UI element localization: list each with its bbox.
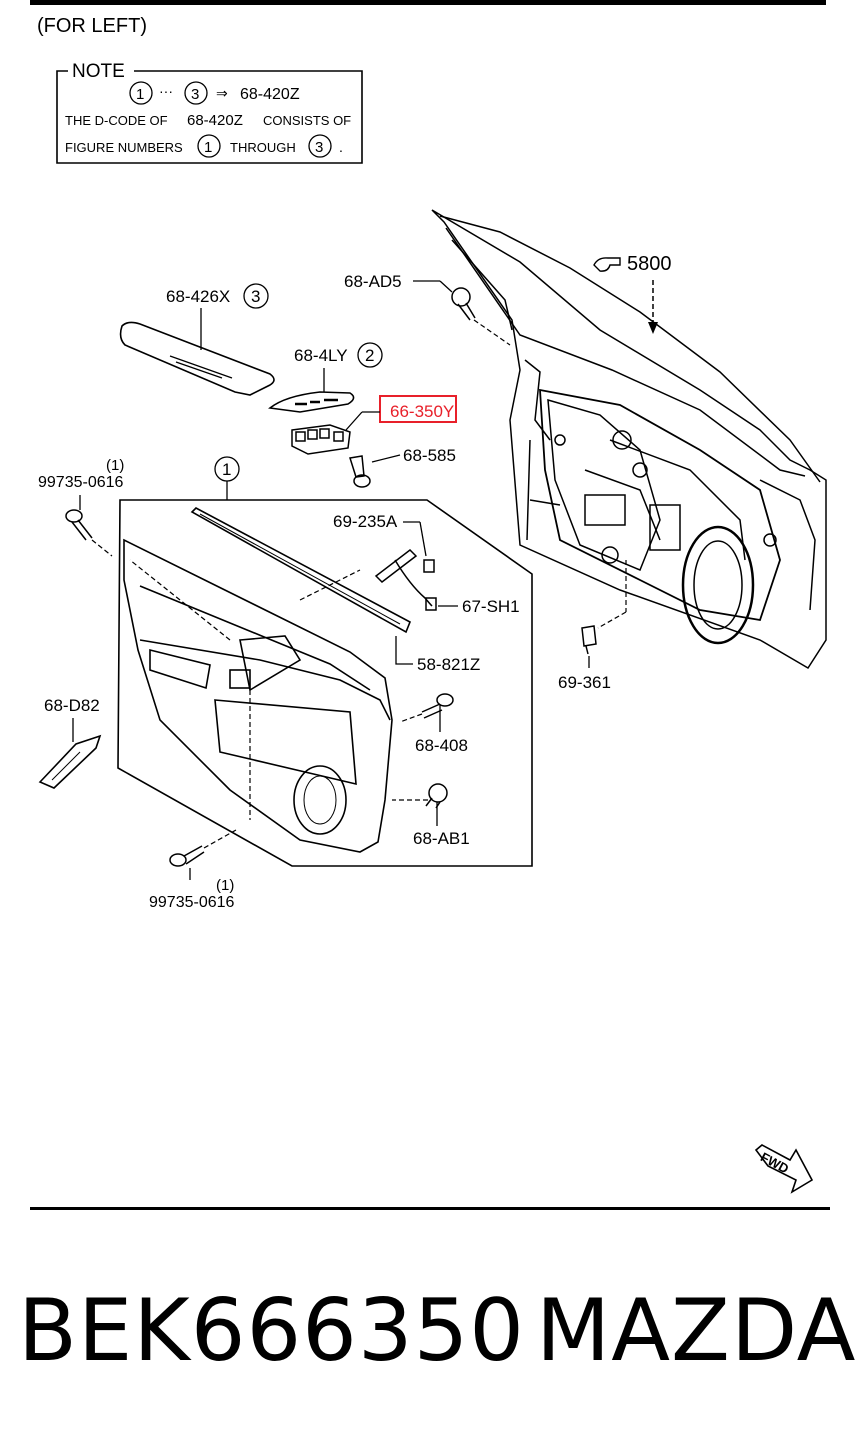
callout-68-585: 68-585	[349, 446, 456, 488]
note-range-target: 68-420Z	[240, 86, 300, 103]
fwd-arrow-icon: FWD	[754, 1144, 814, 1194]
screw-99735-top-icon	[65, 509, 93, 541]
fig-68-4LY: 2	[365, 346, 374, 365]
screw-68-585-icon	[349, 455, 371, 488]
label-99735-bottom: 99735-0616	[149, 894, 235, 911]
callout-68-D82: 68-D82	[38, 696, 102, 789]
label-69-235A: 69-235A	[333, 512, 398, 531]
note-range-from: 1	[136, 86, 144, 103]
note-line3-mid: THROUGH	[230, 140, 296, 155]
power-window-switch-icon	[291, 424, 351, 455]
brand-name: MAZDA	[536, 1281, 857, 1381]
fwd-label: FWD	[758, 1149, 791, 1176]
note-line3-to: 3	[315, 139, 323, 156]
callout-68-4LY: 68-4LY 2	[268, 342, 383, 413]
top-border	[30, 0, 826, 5]
note-arrow: ⇒	[216, 85, 228, 101]
note-box: NOTE 1 ··· 3 ⇒ 68-420Z THE D-CODE OF 68-…	[56, 61, 363, 164]
label-68-426X: 68-426X	[166, 287, 230, 306]
label-66-350Y: 66-350Y	[390, 402, 454, 421]
belt-molding-icon	[190, 507, 412, 634]
note-line3-a: FIGURE NUMBERS	[65, 140, 183, 155]
note-line2-b: CONSISTS OF	[263, 113, 351, 128]
callout-68-408: 68-408	[399, 693, 468, 755]
part-number: BEK666350	[18, 1281, 526, 1381]
fig-68-426X: 3	[251, 287, 260, 306]
armrest-upper-trim-icon	[119, 321, 275, 396]
label-99735-top: 99735-0616	[38, 474, 124, 491]
label-68-D82: 68-D82	[44, 696, 100, 715]
callout-99735-0616-top: (1) 99735-0616	[38, 457, 124, 557]
label-58-821Z: 58-821Z	[417, 655, 480, 674]
label-68-AB1: 68-AB1	[413, 829, 470, 848]
label-68-408: 68-408	[415, 736, 468, 755]
screw-68-408-icon	[421, 693, 454, 719]
label-68-AD5: 68-AD5	[344, 272, 402, 291]
note-ellipsis: ···	[159, 83, 173, 99]
wiring-harness-icon	[374, 549, 437, 611]
callout-5800: 5800	[593, 253, 672, 334]
label-68-4LY: 68-4LY	[294, 346, 348, 365]
clip-68-AD5-icon	[451, 287, 476, 321]
door-trim-board-icon	[123, 538, 393, 853]
trim-strip-icon	[38, 734, 102, 789]
clip-68-AB1-icon	[425, 783, 448, 809]
callout-66-350Y: 66-350Y	[291, 395, 457, 455]
pointing-hand-icon	[593, 257, 621, 272]
switch-panel-icon	[268, 391, 355, 413]
label-69-361: 69-361	[558, 673, 611, 692]
bottom-rule	[30, 1207, 830, 1210]
highlight-box	[379, 395, 457, 423]
callout-69-235A: 69-235A	[333, 512, 437, 611]
label-5800: 5800	[627, 253, 672, 275]
note-line3-end: .	[339, 139, 343, 155]
clip-69-361-icon	[581, 625, 597, 655]
screw-99735-bottom-icon	[169, 845, 205, 867]
door-trim-exploded-diagram: (FOR LEFT) NOTE 1 ··· 3 ⇒ 68-420Z THE D-…	[30, 0, 830, 1210]
note-line2-a: THE D-CODE OF	[65, 113, 168, 128]
label-67-SH1: 67-SH1	[462, 597, 520, 616]
door-shell-drawing	[431, 209, 827, 670]
callout-67-SH1: 67-SH1	[438, 597, 520, 616]
callout-58-821Z: 58-821Z	[395, 636, 480, 674]
group-outline	[117, 499, 533, 867]
note-range-to: 3	[191, 86, 199, 103]
qty-99735-top: (1)	[106, 457, 124, 474]
note-line2-code: 68-420Z	[187, 112, 243, 129]
callout-99735-0616-bottom: (1) 99735-0616	[149, 829, 237, 911]
label-68-585: 68-585	[403, 446, 456, 465]
note-heading: NOTE	[72, 61, 125, 82]
callout-68-426X: 68-426X 3	[119, 283, 275, 396]
door-trim-panel-group: 1	[117, 456, 533, 867]
callout-68-AD5: 68-AD5	[344, 272, 511, 346]
note-line3-from: 1	[204, 139, 212, 156]
qty-99735-bottom: (1)	[216, 877, 234, 894]
callout-69-361: 69-361	[558, 560, 627, 692]
orientation-label: (FOR LEFT)	[37, 15, 147, 37]
fig-1-label: 1	[222, 460, 231, 479]
callout-68-AB1: 68-AB1	[392, 783, 470, 848]
